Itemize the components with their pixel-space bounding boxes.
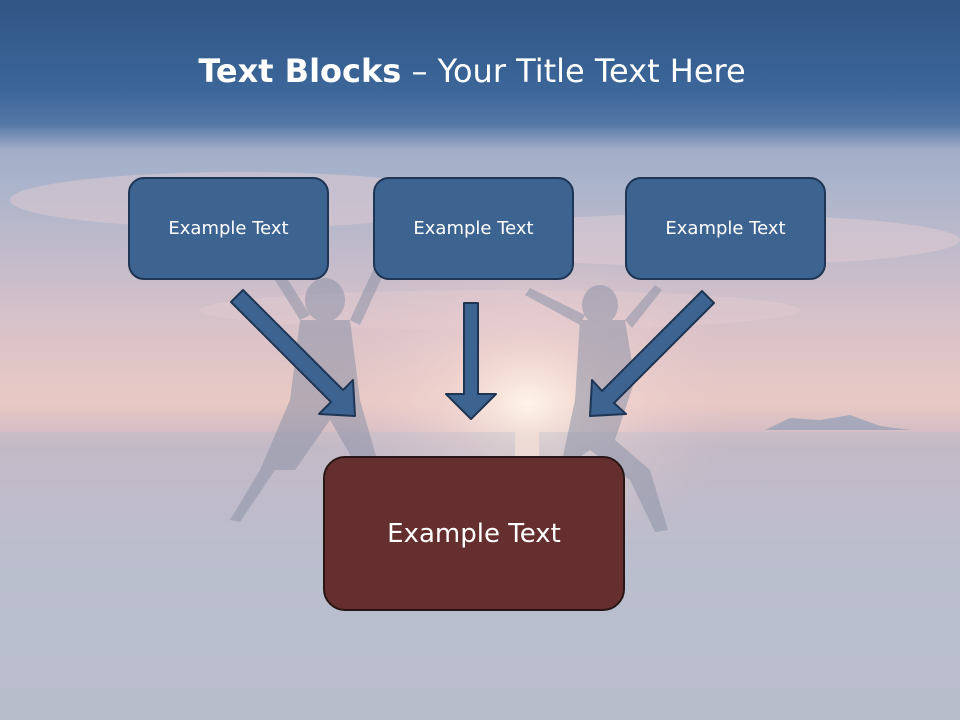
slide-title: Text Blocks – Your Title Text Here xyxy=(0,52,944,90)
title-separator: – xyxy=(401,52,438,90)
target-text-block[interactable]: Example Text xyxy=(323,456,625,611)
target-text-block-label: Example Text xyxy=(387,518,561,549)
title-rest-part: Your Title Text Here xyxy=(437,52,746,90)
arrow-left xyxy=(230,289,356,417)
text-block-1-label: Example Text xyxy=(168,218,289,239)
arrow-center xyxy=(445,302,497,420)
text-block-1[interactable]: Example Text xyxy=(128,177,329,280)
text-block-2-label: Example Text xyxy=(413,218,534,239)
arrow-right xyxy=(589,290,715,417)
text-block-2[interactable]: Example Text xyxy=(373,177,574,280)
text-block-3-label: Example Text xyxy=(665,218,786,239)
title-bold-part: Text Blocks xyxy=(198,52,402,90)
text-block-3[interactable]: Example Text xyxy=(625,177,826,280)
title-bar xyxy=(0,0,960,150)
